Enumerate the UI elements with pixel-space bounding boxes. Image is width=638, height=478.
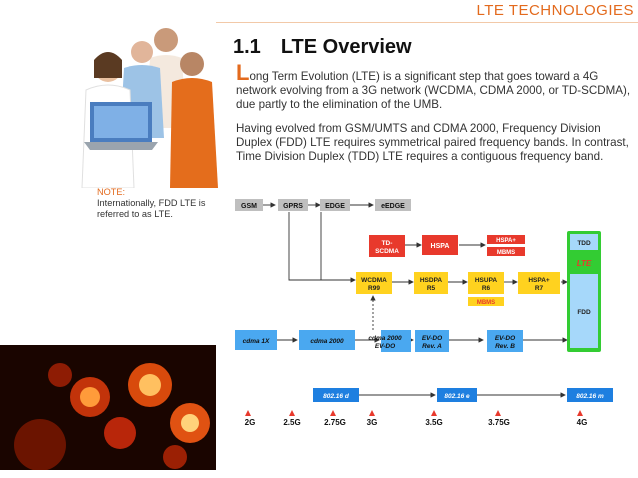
page-footer-margin	[0, 470, 638, 478]
tdd-box	[570, 234, 598, 250]
mbms-bottom-box	[468, 297, 504, 306]
hspa-label: HSPA	[431, 243, 450, 250]
mbms-small-top-box	[487, 247, 525, 256]
header-brand: LTE TECHNOLOGIES	[476, 2, 634, 19]
evdo-reva-box	[415, 330, 449, 352]
hsupa-box	[468, 272, 504, 294]
header-divider	[216, 22, 638, 23]
gen-marker-4g	[577, 410, 583, 416]
gen-label-2-5g: 2.5G	[283, 418, 300, 427]
hspa-plus-small-box	[487, 235, 525, 244]
wimax-m-box	[567, 388, 613, 402]
cdma2000-evdo-box	[381, 330, 411, 352]
wcdma-box	[356, 272, 392, 294]
hspa-plus-small-label: HSPA+	[496, 238, 516, 244]
gen-label-2-75g: 2.75G	[324, 418, 346, 427]
section-title: 1.1 LTE Overview	[233, 36, 412, 59]
mbms-small-top-label: MBMS	[497, 250, 515, 256]
gen-label-4g: 4G	[577, 418, 588, 427]
wimax-d-label: 802.16 d	[323, 393, 350, 400]
gen-label-3-5g: 3.5G	[425, 418, 442, 427]
tdd-label: TDD	[577, 240, 591, 247]
tdscdma-label-2: SCDMA	[375, 248, 399, 255]
eedge-box	[375, 199, 411, 211]
cdma2000-evdo-label-2: EV-DO	[375, 343, 395, 350]
cdma2000-label: cdma 2000	[310, 338, 344, 345]
hspa-box	[422, 235, 458, 255]
fdd-box	[570, 274, 598, 348]
sidebar	[0, 0, 220, 470]
evdo-reva-label-2: Rev. A	[422, 343, 442, 350]
edge-box	[320, 199, 350, 211]
hsdpa-label-2: R5	[427, 285, 436, 292]
gen-marker-2-75g	[330, 410, 336, 416]
hspa-plus-label-1: HSPA+	[528, 277, 550, 284]
evdo-revb-box	[487, 330, 523, 352]
hspa-plus-box	[518, 272, 560, 294]
evdo-revb-label-2: Rev. B	[495, 343, 515, 350]
paragraph-intro-text: ong Term Evolution (LTE) is a significan…	[236, 70, 631, 111]
wimax-d-box	[313, 388, 359, 402]
hsupa-label-2: R6	[482, 285, 491, 292]
hspa-plus-label-2: R7	[535, 285, 544, 292]
tdscdma-label-1: TD-	[382, 240, 393, 247]
team-photo	[80, 18, 220, 188]
hsupa-label-1: HSUPA	[475, 277, 498, 284]
evdo-reva-label-1: EV-DO	[422, 335, 442, 342]
gen-label-2g: 2G	[245, 418, 256, 427]
gen-marker-2g	[245, 410, 251, 416]
wimax-m-label: 802.16 m	[576, 393, 604, 400]
cdma2000-box	[299, 330, 355, 350]
note-text: Internationally, FDD LTE is referred to …	[97, 198, 206, 219]
cdma1x-label: cdma 1X	[243, 338, 270, 345]
gen-marker-3g	[369, 410, 375, 416]
gsm-box	[235, 199, 263, 211]
gen-marker-3-75g	[495, 410, 501, 416]
gen-marker-2-5g	[289, 410, 295, 416]
fiber-optics-image	[0, 345, 216, 470]
gen-marker-3-5g	[431, 410, 437, 416]
tdscdma-box	[369, 235, 405, 257]
evdo-revb-label-1: EV-DO	[495, 335, 515, 342]
hsdpa-label-1: HSDPA	[420, 277, 443, 284]
section-heading: LTE Overview	[280, 36, 412, 58]
wimax-e-label: 802.16 e	[444, 393, 470, 400]
gprs-label: GPRS	[283, 203, 303, 210]
drop-cap: L	[236, 60, 250, 85]
gsm-label: GSM	[241, 203, 257, 210]
lte-evolution-diagram: GSM GPRS EDGE eEDGE TD- SCDMA HSPA HSPA+…	[235, 199, 613, 427]
cdma1x-box	[235, 330, 277, 350]
cdma2000-evdo-label-1: cdma 2000	[368, 335, 402, 342]
fdd-label: FDD	[577, 309, 591, 316]
paragraph-fdd-tdd: Having evolved from GSM/UMTS and CDMA 20…	[236, 122, 629, 163]
edge-label: EDGE	[325, 203, 345, 210]
gen-label-3-75g: 3.75G	[488, 418, 510, 427]
gen-label-3g: 3G	[367, 418, 378, 427]
wcdma-label-2: R99	[368, 285, 380, 292]
lte-label: LTE	[577, 259, 592, 268]
hsdpa-box	[414, 272, 448, 294]
mbms-bottom-label: MBMS	[477, 300, 495, 306]
wimax-e-box	[437, 388, 477, 402]
gprs-box	[278, 199, 308, 211]
section-number: 1.1	[233, 36, 261, 58]
paragraph-intro: Long Term Evolution (LTE) is a significa…	[236, 62, 632, 112]
eedge-label: eEDGE	[381, 203, 405, 210]
wcdma-label-1: WCDMA	[361, 277, 387, 284]
note-callout: NOTE: Internationally, FDD LTE is referr…	[97, 187, 217, 220]
note-label: NOTE:	[97, 187, 126, 197]
